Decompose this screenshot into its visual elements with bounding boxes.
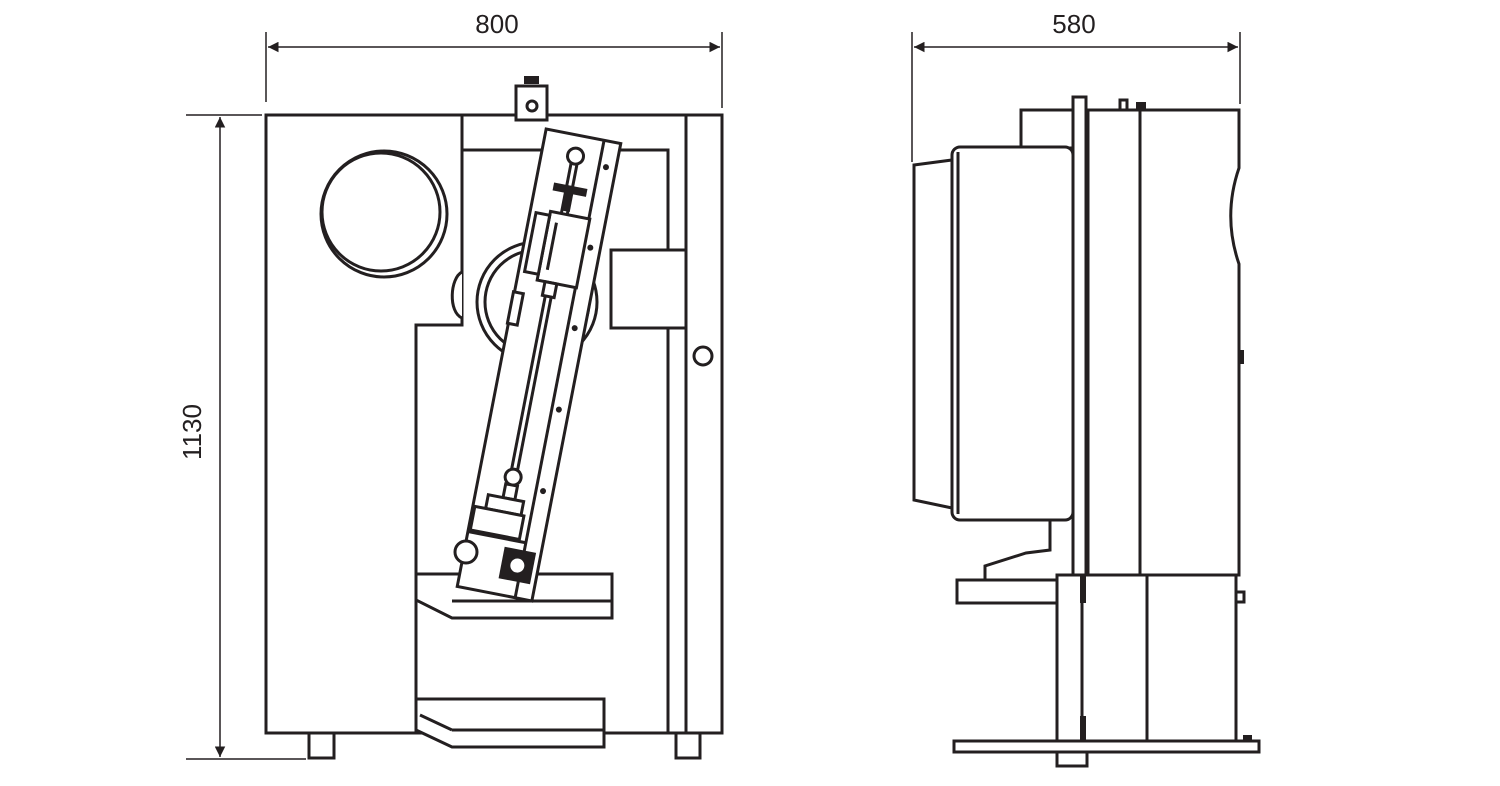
front-right-foot bbox=[674, 731, 702, 760]
upper-body bbox=[1086, 108, 1241, 577]
lower-shelf bbox=[414, 697, 606, 749]
support-bracket bbox=[983, 518, 1052, 580]
front-panel bbox=[912, 158, 954, 510]
pivot-knob bbox=[453, 539, 479, 565]
dimension-height: 1130 bbox=[177, 114, 306, 760]
side-view bbox=[912, 95, 1261, 768]
dimension-front-width: 800 bbox=[265, 9, 723, 108]
side-column bbox=[1071, 95, 1088, 577]
t-piece-stem bbox=[560, 184, 575, 213]
side-top-block bbox=[1019, 108, 1075, 150]
side-bulge bbox=[450, 270, 463, 320]
top-sensor-cap bbox=[524, 76, 539, 84]
right-bracket bbox=[609, 248, 688, 330]
lower-clamp bbox=[468, 504, 526, 542]
rod-top-ball bbox=[566, 146, 586, 166]
height-label: 1130 bbox=[177, 404, 207, 460]
door-handle bbox=[692, 345, 714, 367]
inner-cavity bbox=[414, 148, 670, 733]
dimension-side-depth: 580 bbox=[911, 9, 1241, 162]
side-depth-label: 580 bbox=[1052, 9, 1095, 39]
carriage-side-plate bbox=[522, 210, 552, 276]
side-housing bbox=[950, 145, 1075, 522]
side-shelf bbox=[955, 578, 1059, 605]
front-width-label: 800 bbox=[475, 9, 518, 39]
front-view bbox=[264, 76, 724, 760]
side-base-plate bbox=[952, 739, 1261, 754]
round-window-inner bbox=[320, 151, 442, 273]
front-left-foot bbox=[307, 731, 336, 760]
tilted-arm bbox=[455, 127, 623, 603]
side-foot bbox=[1055, 750, 1089, 768]
